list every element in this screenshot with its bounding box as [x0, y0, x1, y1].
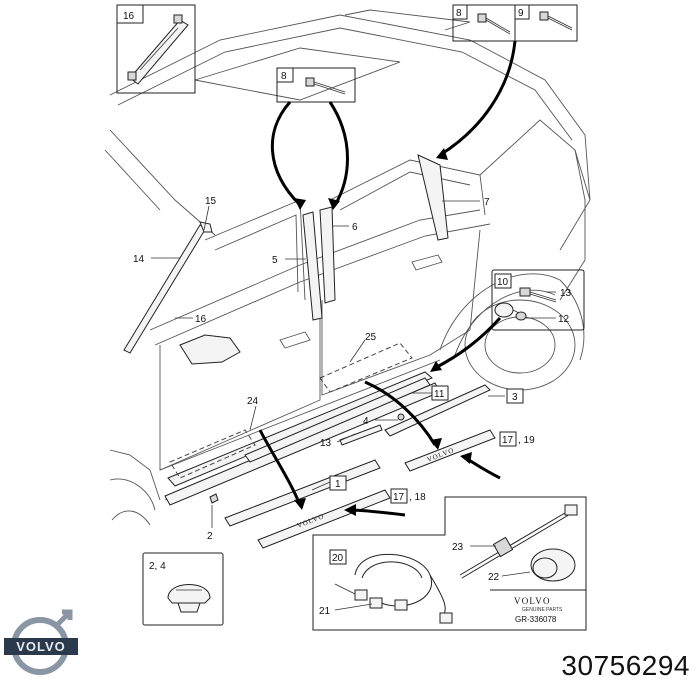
callout-8-top: 8: [456, 8, 462, 19]
volvo-logo: VOLVO: [4, 609, 78, 675]
arrows: [258, 40, 517, 517]
callout-9-top: 9: [518, 8, 524, 19]
callout-16-box: 16: [123, 11, 135, 22]
callout-1: 1: [335, 479, 341, 490]
callout-25: 25: [365, 332, 377, 343]
logo-text: VOLVO: [16, 639, 66, 654]
callout-2-4: 2, 4: [149, 561, 166, 572]
callout-19: , 19: [518, 435, 535, 446]
callout-18: , 18: [409, 492, 426, 503]
callout-22: 22: [488, 572, 500, 583]
callout-12: 12: [558, 314, 570, 325]
callout-6: 6: [352, 222, 358, 233]
callout-17-lower: 17: [393, 492, 405, 503]
callout-7: 7: [484, 197, 490, 208]
inset-2-4: 2, 4: [142, 552, 224, 626]
callout-3: 3: [512, 392, 518, 403]
diagram-ref: GR-336078: [515, 615, 557, 624]
callout-11: 11: [434, 389, 445, 400]
callout-13-inset: 13: [560, 288, 572, 299]
brand-name: VOLVO: [514, 596, 551, 606]
callout-2: 2: [207, 531, 213, 542]
callout-16: 16: [195, 314, 207, 325]
callout-5: 5: [272, 255, 278, 266]
callout-24: 24: [247, 396, 259, 407]
pillar-trims: [123, 154, 449, 354]
callout-21: 21: [319, 606, 331, 617]
callout-14: 14: [133, 254, 145, 265]
callout-15: 15: [205, 196, 217, 207]
inset-8-9: 8 9: [452, 4, 578, 42]
inset-16: 16: [116, 4, 196, 94]
harness-box: 20 VOLVO GENUINE PARTS GR-336078: [312, 496, 587, 631]
callout-20: 20: [332, 553, 344, 564]
callout-4: 4: [363, 416, 369, 427]
brand-sub: GENUINE PARTS: [522, 607, 563, 613]
leader-lines: [151, 200, 556, 611]
callout-10: 10: [497, 277, 509, 288]
inset-10-12-13: 10: [491, 269, 585, 331]
callout-13-lower: 13: [320, 438, 332, 449]
callout-17-upper: 17: [502, 435, 514, 446]
callout-numbers: 15 14 16 5 6 7 25 24 4 13 2 13 12 23 22 …: [133, 196, 572, 617]
callout-23: 23: [452, 542, 464, 553]
callout-8-center: 8: [281, 71, 287, 82]
part-number: 30756294: [561, 650, 690, 681]
inset-8-center: 8: [276, 67, 356, 103]
